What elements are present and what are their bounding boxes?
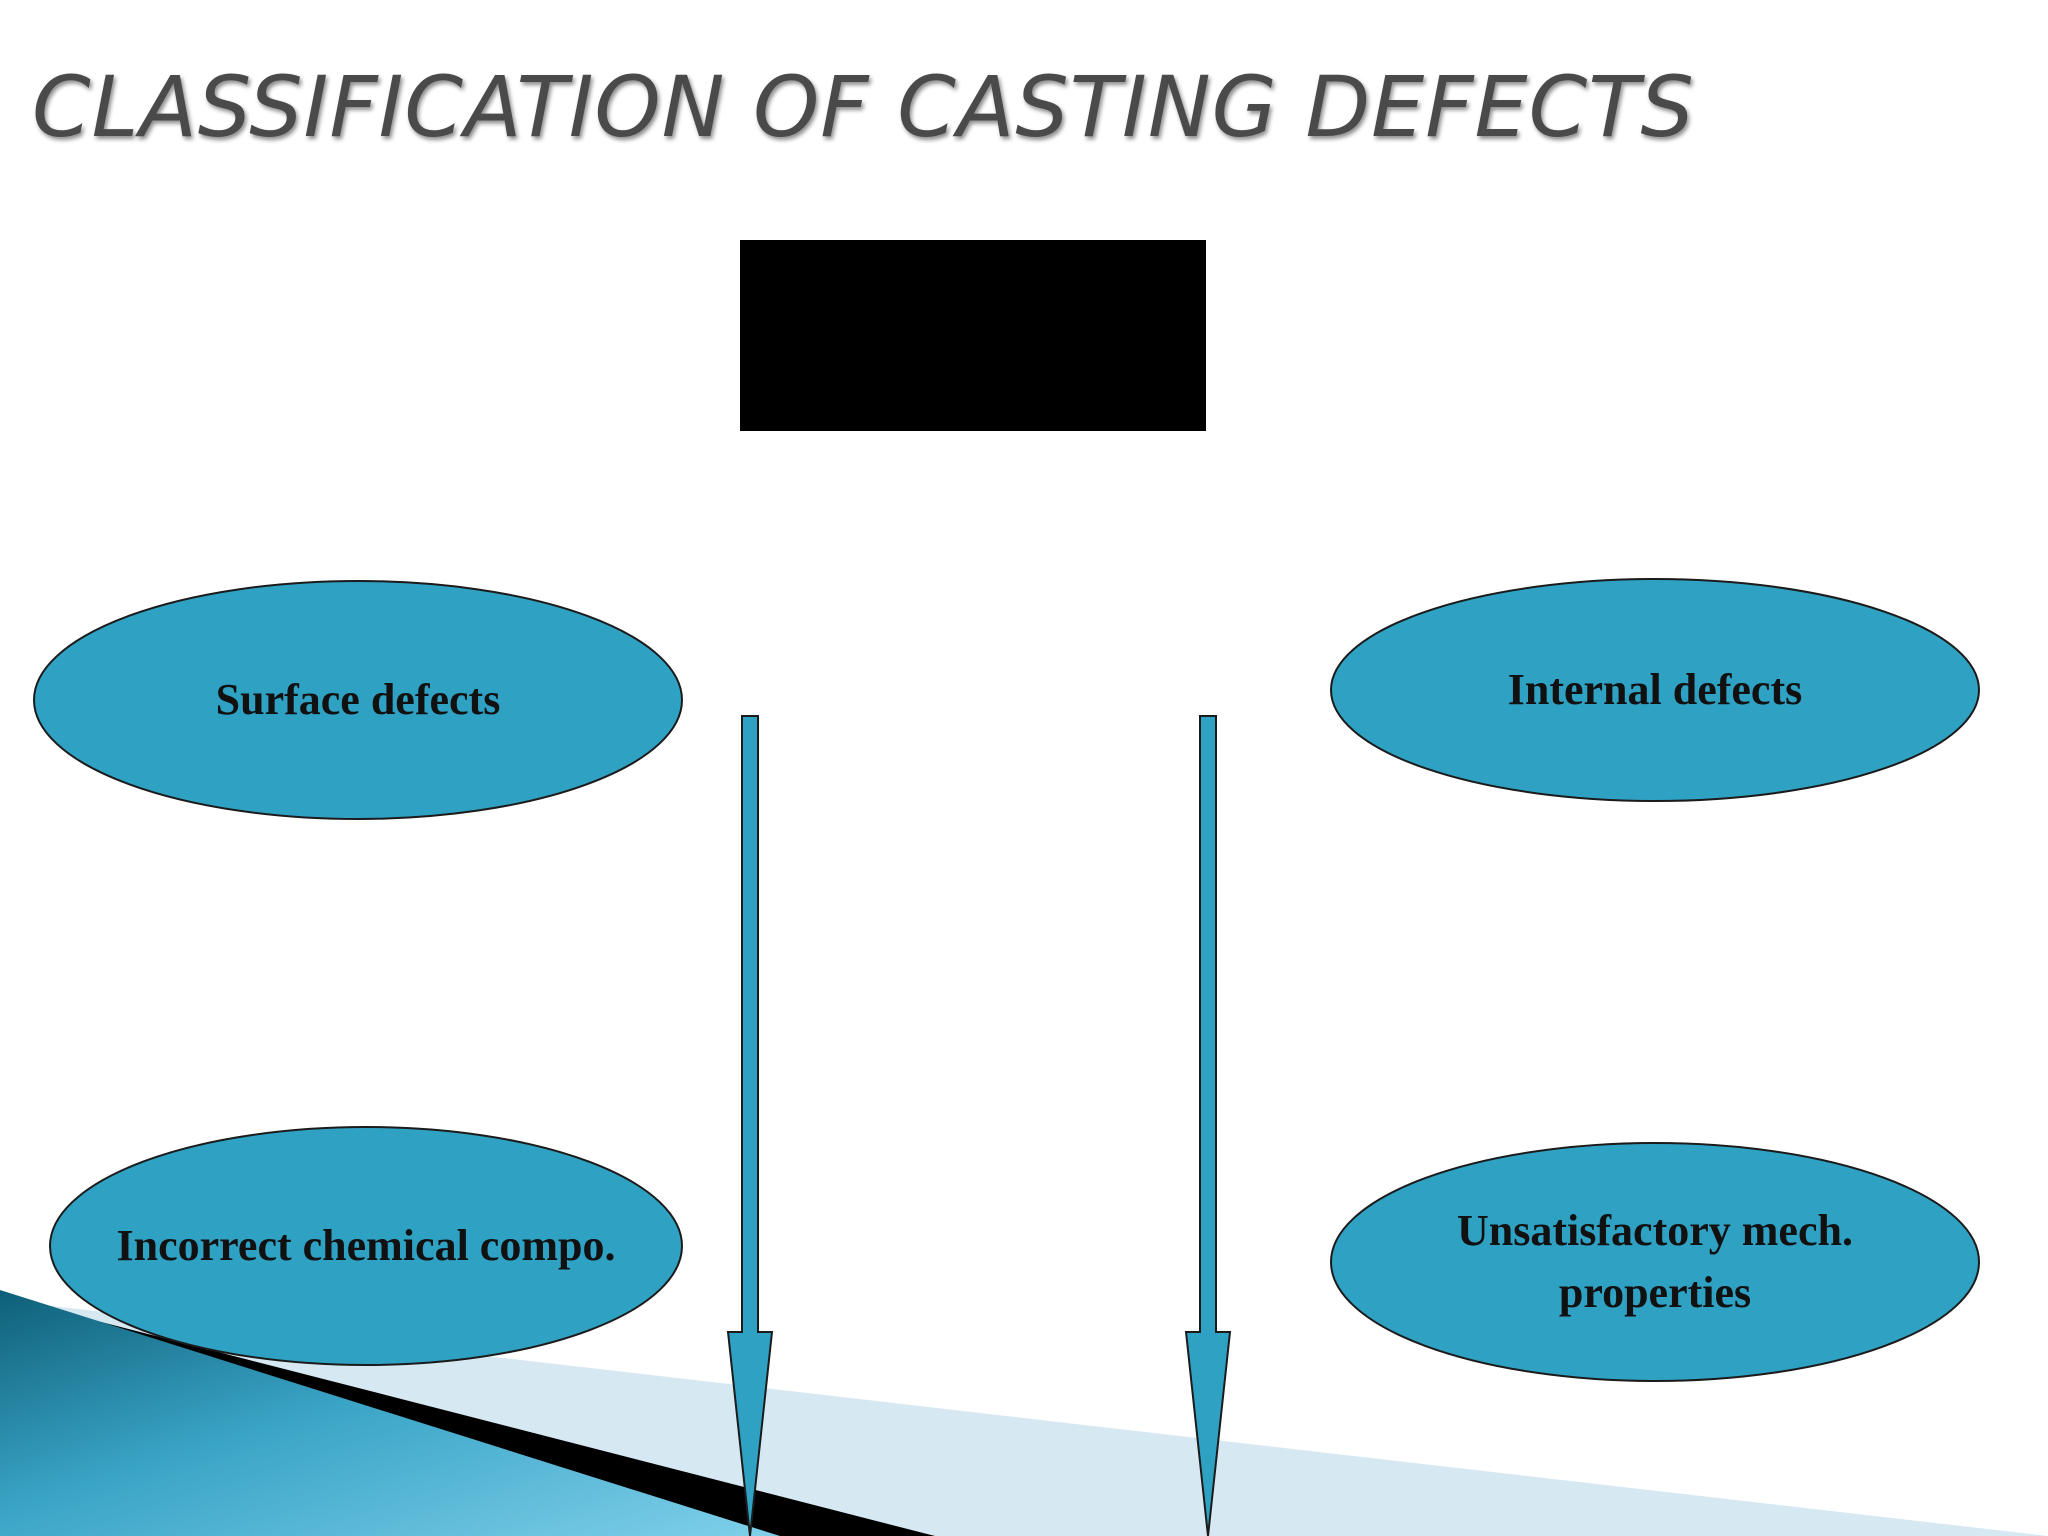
node-internal-shape: [1330, 578, 1980, 802]
redacted-root-box: [740, 240, 1206, 431]
node-chemical-shape: [49, 1126, 683, 1366]
node-mechanical-shape: [1330, 1142, 1980, 1382]
wedge-blue: [0, 1290, 780, 1536]
node-surface-shape: [33, 580, 683, 820]
node-mechanical-label: Unsatisfactory mech. properties: [1457, 1206, 1853, 1317]
arrow-right: [1184, 715, 1232, 1536]
node-surface-label: Surface defects: [215, 675, 501, 725]
slide-title: CLASSIFICATION OF CASTING DEFECTS: [32, 58, 1695, 156]
arrow-left: [726, 715, 774, 1536]
node-chemical-label: Incorrect chemical compo.: [116, 1221, 616, 1271]
node-internal-label: Internal defects: [1507, 665, 1803, 715]
